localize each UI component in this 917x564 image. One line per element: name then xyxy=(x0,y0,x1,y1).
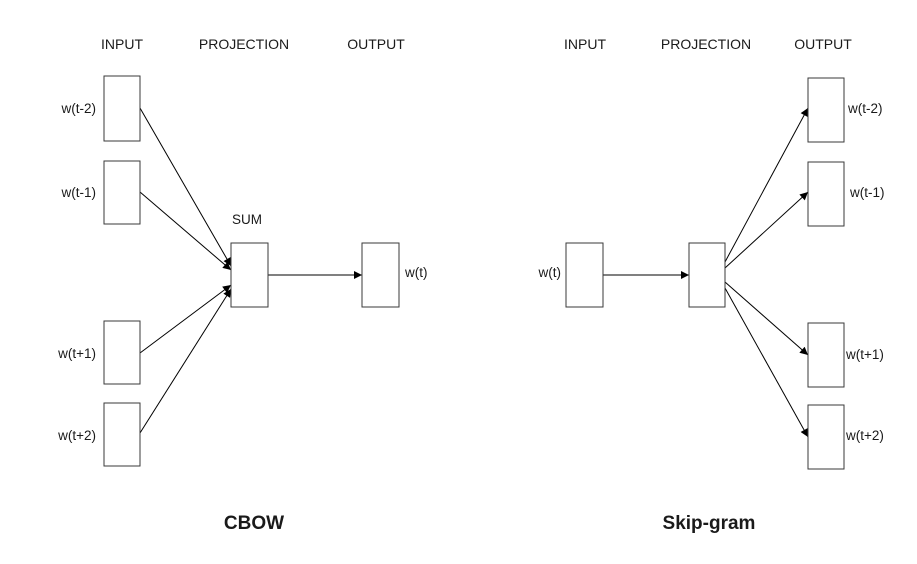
skipgram-edge-projection-to-output4 xyxy=(724,287,809,438)
skipgram-input-header: INPUT xyxy=(564,36,606,52)
cbow-input-label-1: w(t-2) xyxy=(61,101,97,116)
cbow-sum-label: SUM xyxy=(232,212,262,227)
cbow-input-header: INPUT xyxy=(101,36,143,52)
skipgram-output-label-2: w(t-1) xyxy=(849,185,885,200)
skipgram-projection-box xyxy=(688,242,726,308)
skipgram-model: INPUT PROJECTION OUTPUT w(t) w(t-2) w(t-… xyxy=(538,36,885,534)
cbow-edge-input2-to-sum xyxy=(139,191,232,271)
cbow-input-box-1 xyxy=(103,75,141,142)
skipgram-output-label-3: w(t+1) xyxy=(845,347,884,362)
cbow-projection-header: PROJECTION xyxy=(199,36,289,52)
skipgram-input-label: w(t) xyxy=(538,265,562,280)
skipgram-output-label-4: w(t+2) xyxy=(845,428,884,443)
cbow-input-box-4 xyxy=(103,402,141,467)
cbow-output-box xyxy=(361,242,400,308)
skipgram-output-box-3 xyxy=(807,322,845,388)
skipgram-output-box-4 xyxy=(807,404,845,470)
cbow-title: CBOW xyxy=(224,513,284,534)
cbow-model: INPUT PROJECTION OUTPUT w(t-2) w(t-1) w(… xyxy=(57,36,427,534)
cbow-projection-box xyxy=(230,242,269,308)
cbow-output-header: OUTPUT xyxy=(347,36,405,52)
skipgram-edge-projection-to-output2 xyxy=(724,191,809,269)
skipgram-output-label-1: w(t-2) xyxy=(847,101,883,116)
skipgram-output-box-1 xyxy=(807,77,845,143)
skipgram-input-box xyxy=(565,242,604,308)
cbow-input-box-2 xyxy=(103,160,141,225)
cbow-input-label-3: w(t+1) xyxy=(57,346,96,361)
cbow-output-label: w(t) xyxy=(404,265,428,280)
skipgram-projection-header: PROJECTION xyxy=(661,36,751,52)
skipgram-output-header: OUTPUT xyxy=(794,36,852,52)
skipgram-output-box-2 xyxy=(807,161,845,227)
cbow-edge-input4-to-sum xyxy=(139,288,232,434)
cbow-input-label-2: w(t-1) xyxy=(61,185,97,200)
skipgram-edge-projection-to-output1 xyxy=(724,107,809,263)
skipgram-title: Skip-gram xyxy=(663,513,756,534)
skipgram-edge-projection-to-output3 xyxy=(724,281,809,356)
cbow-edge-input3-to-sum xyxy=(139,284,232,354)
cbow-input-label-4: w(t+2) xyxy=(57,428,96,443)
cbow-edge-input1-to-sum xyxy=(139,107,232,267)
cbow-input-box-3 xyxy=(103,320,141,385)
